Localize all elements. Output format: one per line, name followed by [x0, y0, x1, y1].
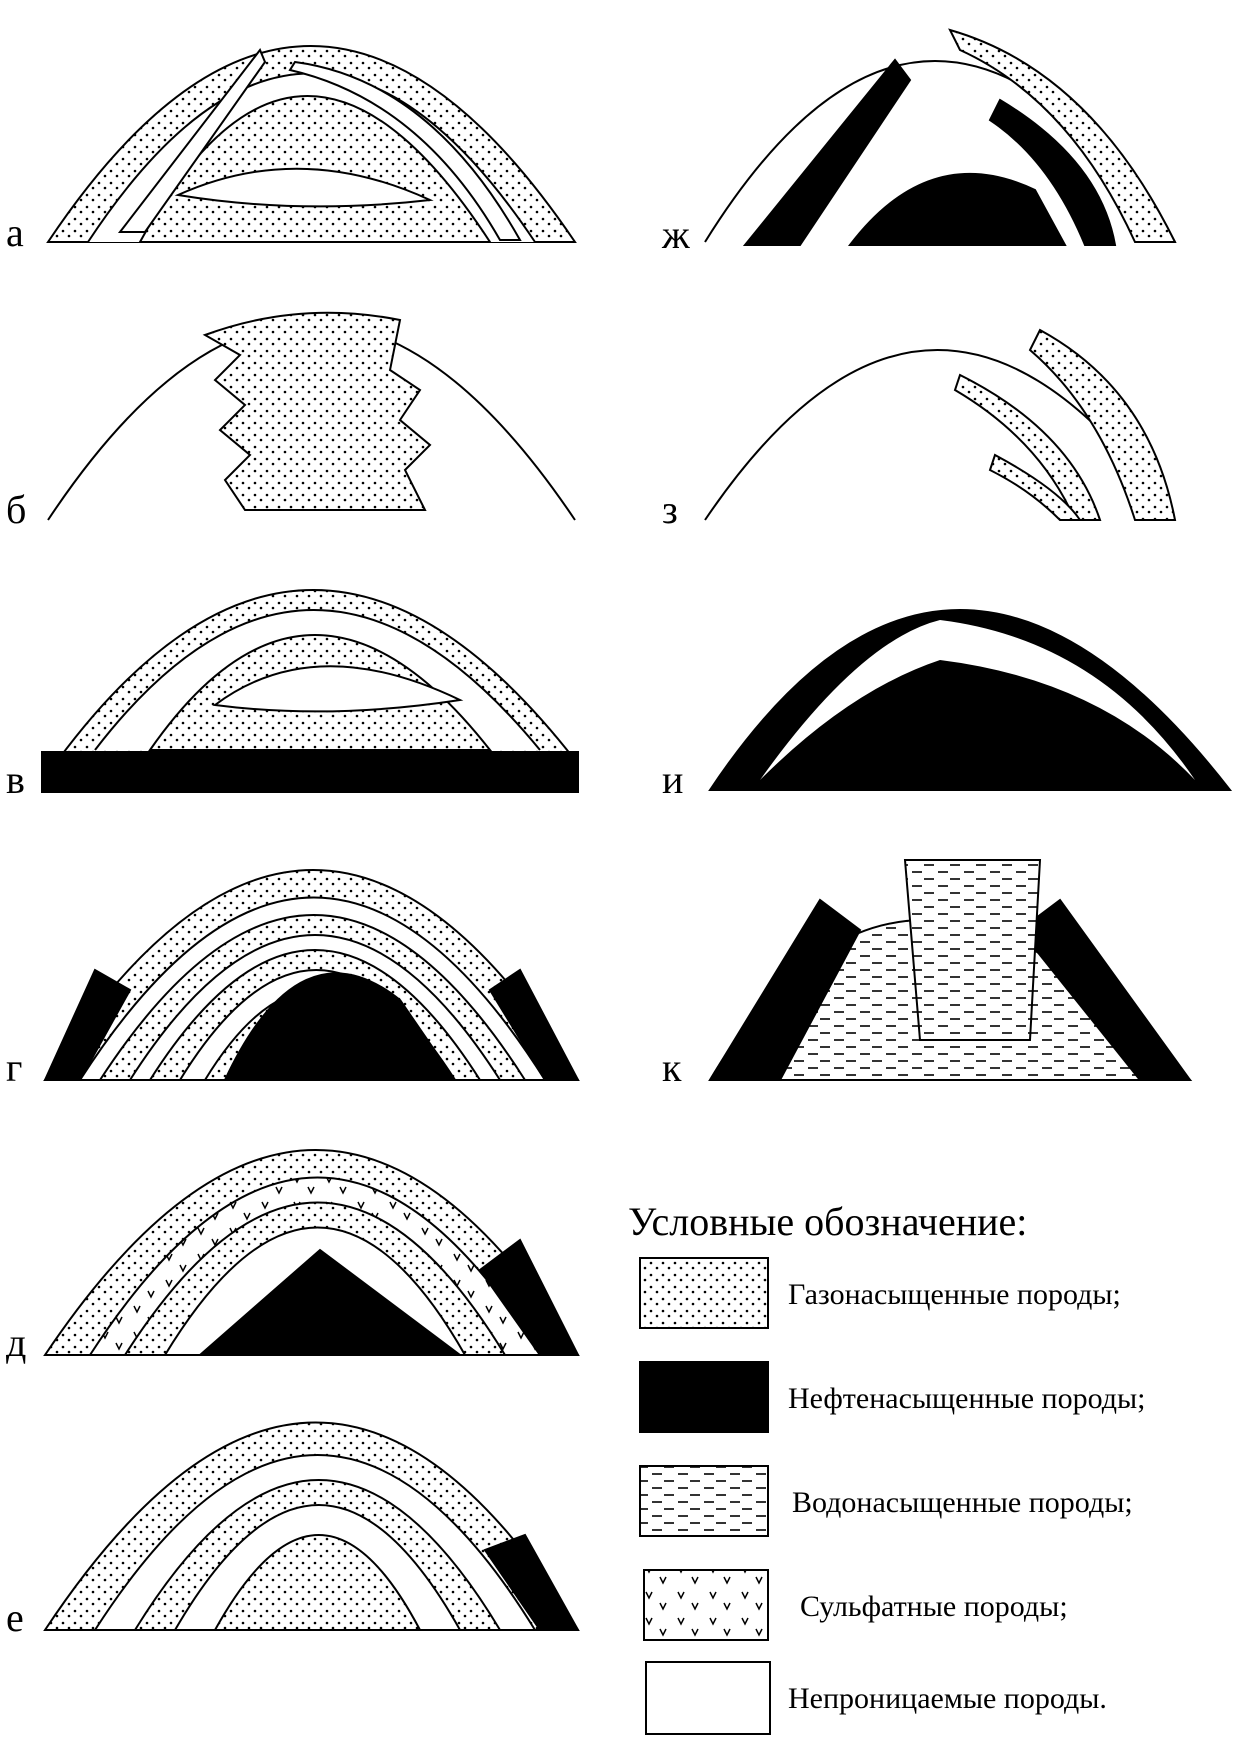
panel-d — [45, 1150, 578, 1355]
panel-label-d: д — [6, 1323, 26, 1363]
panel-label-z: з — [662, 490, 678, 530]
legend-label-gas: Газонасыщенные породы; — [788, 1278, 1121, 1312]
panel-zh — [705, 30, 1175, 245]
panel-v — [42, 590, 578, 792]
legend-label-impermeable: Непроницаемые породы. — [788, 1682, 1107, 1716]
legend-label-oil: Нефтенасыщенные породы; — [788, 1382, 1146, 1416]
panel-label-e: е — [6, 1598, 24, 1638]
legend-label-sulfate: Сульфатные породы; — [800, 1590, 1068, 1624]
panel-label-zh: ж — [662, 215, 690, 255]
panel-e — [45, 1423, 578, 1631]
panel-label-v: в — [6, 760, 25, 800]
panel-label-b: б — [6, 490, 26, 530]
panel-label-a: а — [6, 213, 24, 253]
panel-i — [710, 610, 1230, 790]
panel-g — [45, 870, 578, 1080]
panel-label-i: и — [662, 760, 683, 800]
panel-label-g: г — [6, 1048, 22, 1088]
legend-label-water: Водонасыщенные породы; — [792, 1486, 1133, 1520]
panel-a — [48, 46, 575, 242]
legend-title: Условные обозначение: — [628, 1198, 1027, 1245]
panel-b — [48, 313, 575, 520]
panel-k — [710, 860, 1190, 1080]
panel-z — [705, 330, 1175, 520]
panel-label-k: к — [662, 1048, 681, 1088]
